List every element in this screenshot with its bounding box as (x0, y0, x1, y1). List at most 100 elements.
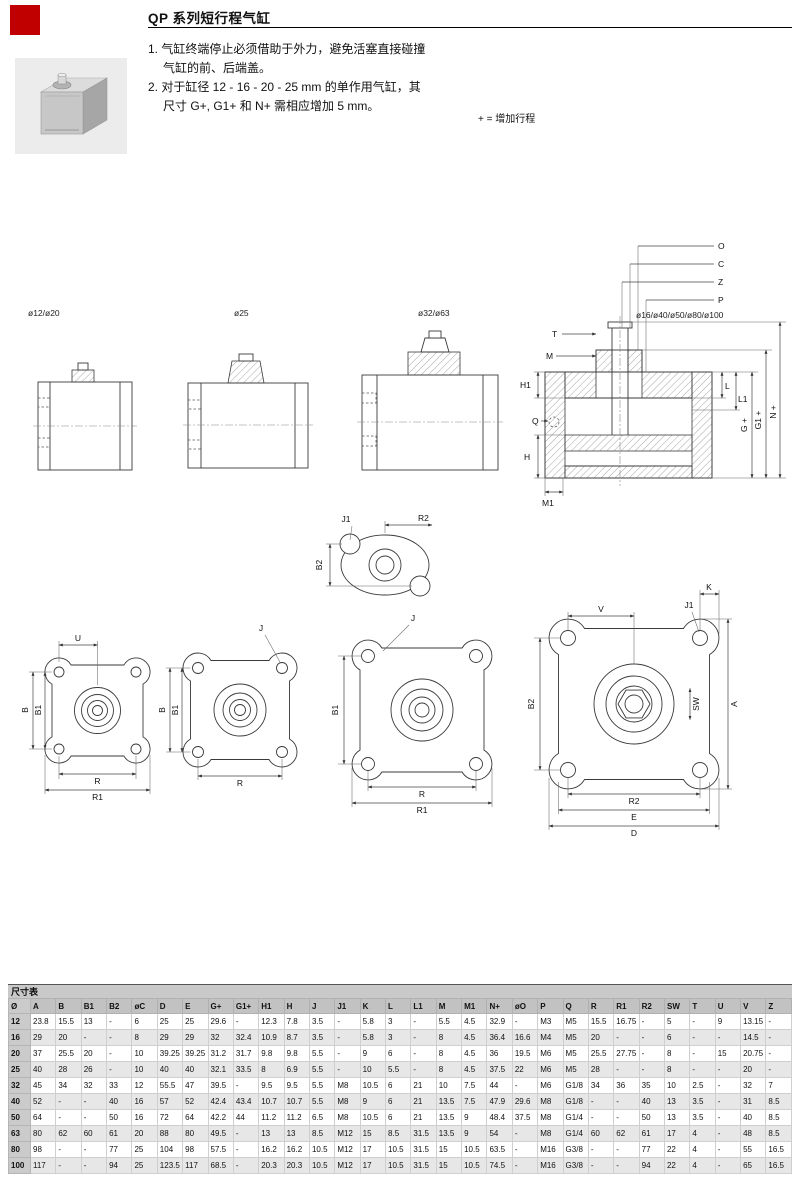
dim-label-r-fv1: R (94, 776, 100, 786)
row-header: 63 (8, 1125, 31, 1142)
table-cell: 34 (587, 1077, 615, 1094)
table-cell: M12 (334, 1125, 361, 1142)
brand-logo-square (10, 5, 40, 35)
dim-label-p: P (718, 295, 724, 305)
table-cell: 25 (156, 1013, 184, 1030)
table-cell: - (613, 1093, 640, 1110)
column-header-B: B (55, 998, 82, 1014)
table-cell: 36.4 (486, 1029, 513, 1046)
dim-label-j-fv3: J (411, 613, 415, 623)
row-header: 25 (8, 1061, 31, 1078)
table-cell: 10.5 (359, 1109, 387, 1126)
table-cell: - (638, 1029, 665, 1046)
table-cell: 40 (156, 1061, 184, 1078)
table-cell: - (55, 1093, 82, 1110)
table-cell: 10.5 (461, 1157, 488, 1174)
dim-label-r-fv3: R (419, 789, 425, 799)
table-cell: 117 (29, 1157, 57, 1174)
table-cell: 54 (486, 1125, 513, 1142)
table-cell: M5 (562, 1013, 589, 1030)
table-cell: M6 (537, 1061, 564, 1078)
table-cell: 50 (106, 1109, 133, 1126)
column-header-G1+: G1+ (232, 998, 260, 1014)
table-cell: 52 (182, 1093, 209, 1110)
table-cell: 2.5 (689, 1077, 716, 1094)
table-cell: 37 (29, 1045, 57, 1062)
table-cell: 6 (385, 1109, 412, 1126)
table-cell: 35 (638, 1077, 665, 1094)
table-cell: 5.5 (435, 1013, 463, 1030)
dim-label-j-fv2: J (259, 623, 263, 633)
table-cell: 37.5 (486, 1061, 513, 1078)
table-cell: 45 (29, 1077, 57, 1094)
table-cell: M5 (562, 1029, 589, 1046)
table-cell: 6 (385, 1093, 412, 1110)
table-cell: 13.15 (740, 1013, 767, 1030)
table-cell: - (511, 1125, 539, 1142)
dim-label-q: Q (532, 416, 539, 426)
table-cell: 55 (740, 1141, 767, 1158)
table-cell: 13 (258, 1125, 285, 1142)
table-cell: 57.5 (207, 1141, 234, 1158)
table-cell: 10 (435, 1077, 463, 1094)
table-cell: 3.5 (689, 1093, 716, 1110)
table-cell: M16 (537, 1141, 564, 1158)
table-cell: 80 (29, 1125, 57, 1142)
table-cell: 10 (359, 1061, 387, 1078)
table-cell: - (410, 1029, 437, 1046)
table-cell: 15.5 (55, 1013, 82, 1030)
table-cell: G3/8 (562, 1157, 589, 1174)
table-cell: - (55, 1141, 82, 1158)
column-header-D: D (156, 998, 184, 1014)
table-cell: 8 (435, 1061, 463, 1078)
table-cell: 6 (663, 1029, 691, 1046)
table-cell: G1/8 (562, 1077, 589, 1094)
table-cell: 13 (283, 1125, 310, 1142)
table-cell: 28 (587, 1061, 615, 1078)
table-cell: - (714, 1141, 742, 1158)
table-cell: 9 (461, 1125, 488, 1142)
table-cell: 31.7 (232, 1045, 260, 1062)
dim-label-r1-fv3: R1 (417, 805, 428, 815)
table-cell: 8.5 (765, 1125, 792, 1142)
row-header: 50 (8, 1109, 31, 1126)
note-1-line-1: 1. 气缸终端停止必须借助于外力，避免活塞直接碰撞 (148, 42, 426, 56)
dim-label-d: D (631, 828, 637, 838)
dim-label-g1-plus: G1 + (753, 411, 763, 430)
table-cell: M12 (334, 1157, 361, 1174)
dim-label-r1-fv1: R1 (92, 792, 103, 802)
table-cell: M5 (562, 1061, 589, 1078)
table-cell: 5 (663, 1013, 691, 1030)
dim-label-h1: H1 (520, 380, 531, 390)
table-cell: 98 (182, 1141, 209, 1158)
table-cell: - (80, 1109, 108, 1126)
table-cell: M8 (537, 1109, 564, 1126)
table-cell: 32.1 (207, 1061, 234, 1078)
column-header-øC: øC (131, 998, 158, 1014)
dim-label-e: E (631, 812, 637, 822)
table-title: 尺寸表 (11, 987, 39, 997)
table-cell: 8 (435, 1029, 463, 1046)
table-cell: 21 (410, 1093, 437, 1110)
dim-label-sw: SW (691, 697, 701, 711)
column-header-J: J (308, 998, 336, 1014)
dim-label-z: Z (718, 277, 723, 287)
table-cell: M8 (334, 1093, 361, 1110)
table-cell: M8 (334, 1109, 361, 1126)
dim-label-r-fv2: R (237, 778, 243, 788)
table-cell: - (714, 1077, 742, 1094)
column-header-P: P (537, 998, 564, 1014)
column-header-V: V (740, 998, 767, 1014)
table-cell: 28 (55, 1061, 82, 1078)
table-cell: - (55, 1157, 82, 1174)
table-cell: 32.4 (232, 1029, 260, 1046)
table-cell: 9.8 (283, 1045, 310, 1062)
table-cell: 9.5 (258, 1077, 285, 1094)
table-cell: 10.7 (283, 1093, 310, 1110)
table-cell: 88 (156, 1125, 184, 1142)
table-cell: 13 (663, 1093, 691, 1110)
